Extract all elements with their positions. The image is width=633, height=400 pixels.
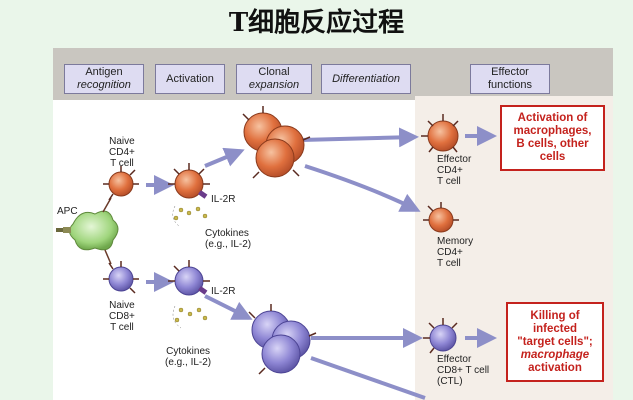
naive-cd8-label: Naive CD8+ T cell <box>109 300 135 333</box>
naive-cd8-cell <box>103 261 139 294</box>
phase-effector-label-1: Effector <box>491 66 529 78</box>
phase-antigen-label-2: recognition <box>77 79 131 91</box>
cd4-effect-line-3: B cells, other <box>516 138 589 150</box>
phase-antigen-recognition: Antigen recognition <box>64 64 144 94</box>
cd4-effect-box: Activation of macrophages, B cells, othe… <box>500 105 605 171</box>
activated-cd8-cell <box>168 260 210 296</box>
t-cell-response-figure: Antigen recognition Activation Clonal ex… <box>53 48 613 400</box>
memory-cd4-label: Memory CD4+ T cell <box>437 236 474 269</box>
cytokines-top <box>172 205 208 227</box>
cd8-effect-line-4: macrophage <box>520 348 590 361</box>
arrow-to-memory-cd8 <box>310 356 426 400</box>
phase-differentiation-label: Differentiation <box>332 72 400 85</box>
phase-effector-label-2: functions <box>487 79 533 91</box>
cd8-effect-line-3: "target cells"; <box>517 335 593 348</box>
naive-cd4-cell <box>103 166 139 201</box>
effector-cd4-cell <box>421 114 459 153</box>
cytokines-top-label: Cytokines (e.g., IL-2) <box>205 228 252 250</box>
effector-cd8-cell <box>423 318 458 354</box>
il2r-bottom-label: IL-2R <box>211 286 236 297</box>
cd8-effect-line-1: Killing of <box>530 309 580 322</box>
expanded-cd4-cluster <box>242 106 311 179</box>
memory-cd4-cell <box>423 202 459 233</box>
naive-cd4-label: Naive CD4+ T cell <box>109 136 135 169</box>
cytokines-bottom-label: Cytokines (e.g., IL-2) <box>165 346 212 368</box>
phase-clonal-label-1: Clonal <box>258 66 290 78</box>
il2r-top-label: IL-2R <box>211 194 236 205</box>
arrow-cd4-to-expansion <box>204 147 245 168</box>
flow-arrows <box>146 126 497 400</box>
apc-label: APC <box>57 206 78 217</box>
diagram-artwork <box>56 106 497 400</box>
cd4-effect-line-1: Activation of <box>517 112 588 124</box>
cd4-effect-line-4: cells <box>539 151 566 163</box>
page-title: T细胞反应过程 <box>228 8 405 38</box>
cd8-effect-box: Killing of infected "target cells"; macr… <box>506 302 604 382</box>
cd8-effect-line-2: infected <box>532 322 578 335</box>
phase-clonal-label-2: expansion <box>248 79 300 91</box>
arrow-to-effector-cd4 <box>300 127 419 148</box>
cd4-effect-line-2: macrophages, <box>513 125 592 137</box>
phase-effector-functions: Effector functions <box>470 64 550 94</box>
expanded-cd8-cluster <box>248 304 317 375</box>
cd8-effect-line-5: activation <box>528 361 582 374</box>
phase-antigen-label-1: Antigen <box>85 66 123 78</box>
phase-activation: Activation <box>155 64 225 94</box>
arrow-cd8-to-expansion <box>204 294 253 320</box>
phase-activation-label: Activation <box>166 72 214 85</box>
activated-cd4-cell <box>168 163 210 199</box>
arrow-to-memory-cd4 <box>304 164 421 212</box>
effector-cd4-label: Effector CD4+ T cell <box>437 154 472 187</box>
phase-differentiation: Differentiation <box>321 64 411 94</box>
effector-cd8-label: Effector CD8+ T cell (CTL) <box>437 354 490 387</box>
phase-clonal-expansion: Clonal expansion <box>236 64 312 94</box>
apc-cell <box>56 210 119 251</box>
cytokines-bottom <box>172 305 208 329</box>
